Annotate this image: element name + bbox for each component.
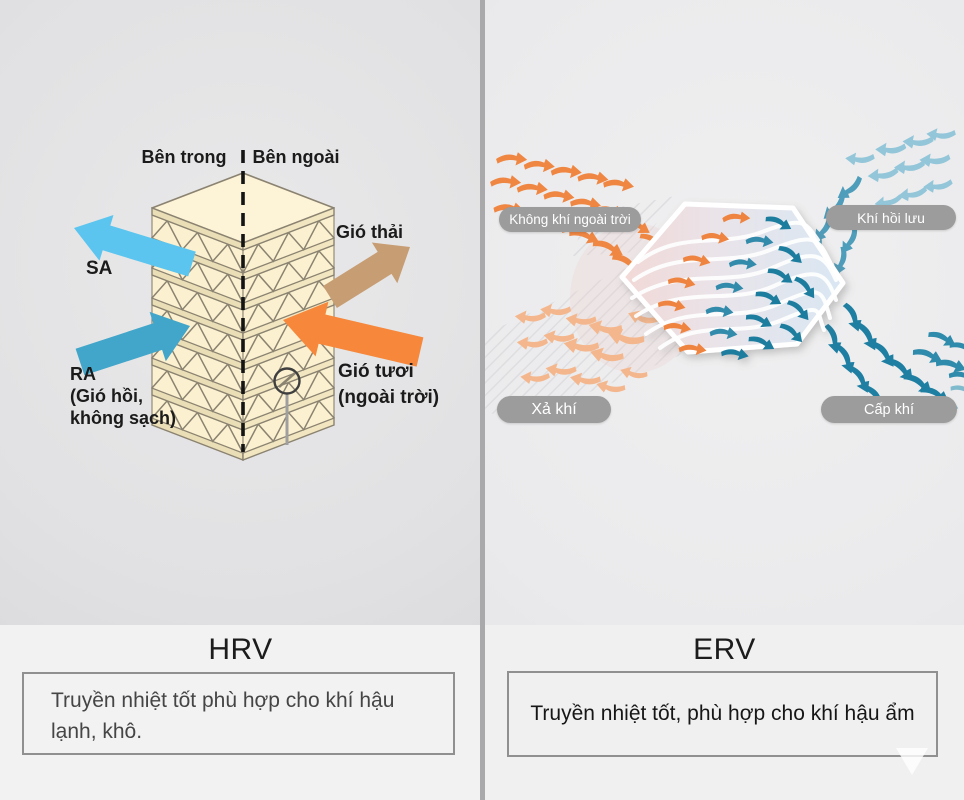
supply-air-right-arrows xyxy=(911,325,964,386)
hrv-core-svg xyxy=(74,150,424,461)
exhaust-pill: Xả khí xyxy=(497,396,611,423)
detail-callout xyxy=(273,367,301,445)
erv-description-box: Truyền nhiệt tốt, phù hợp cho khí hậu ẩm xyxy=(507,671,938,757)
membrane-core xyxy=(619,201,846,363)
return-air-arrow xyxy=(75,311,190,376)
exhaust-air-arrow xyxy=(323,242,410,308)
hrv-panel: Bên trong Bên ngoài SA Gió thải RA (Gió … xyxy=(0,0,481,800)
erv-description: Truyền nhiệt tốt, phù hợp cho khí hậu ẩm xyxy=(530,702,915,725)
supply-air-label: SA xyxy=(86,258,113,279)
inside-outside-labels: Bên trong Bên ngoài xyxy=(0,147,481,168)
return-air-pill: Khí hồi lưu xyxy=(826,205,956,230)
inside-label: Bên trong xyxy=(141,147,227,167)
panel-divider xyxy=(480,0,485,800)
hrv-caption: HRV Truyền nhiệt tốt phù hợp cho khí hậu… xyxy=(0,625,481,800)
supply-pill: Cấp khí xyxy=(821,396,957,423)
hrv-description-box: Truyền nhiệt tốt phù hợp cho khí hậu lạn… xyxy=(22,672,455,755)
fresh-air-arrow xyxy=(283,301,424,367)
erv-flow-diagram: Không khí ngoài trời Khí hồi lưu Xả khí … xyxy=(485,0,964,625)
hrv-description: Truyền nhiệt tốt phù hợp cho khí hậu lạn… xyxy=(51,689,395,743)
return-air-arrows xyxy=(844,127,957,210)
hrv-core-diagram: Bên trong Bên ngoài SA Gió thải RA (Gió … xyxy=(0,0,481,625)
erv-flow-svg xyxy=(485,127,964,427)
exhaust-air-label: Gió thải xyxy=(336,222,403,242)
erv-panel: Không khí ngoài trời Khí hồi lưu Xả khí … xyxy=(485,0,964,800)
erv-caption: ERV Truyền nhiệt tốt, phù hợp cho khí hậ… xyxy=(485,625,964,800)
outdoor-air-pill: Không khí ngoài trời xyxy=(499,207,641,232)
fresh-air-label: Gió tươi (ngoài trời) xyxy=(338,361,440,408)
erv-title: ERV xyxy=(693,633,756,666)
supply-air-arrow xyxy=(74,215,196,277)
hrv-title: HRV xyxy=(208,633,273,666)
return-air-label: RA (Gió hồi, không sạch) xyxy=(70,364,177,428)
watermark-triangle xyxy=(896,748,928,775)
outside-label: Bên ngoài xyxy=(252,147,340,167)
